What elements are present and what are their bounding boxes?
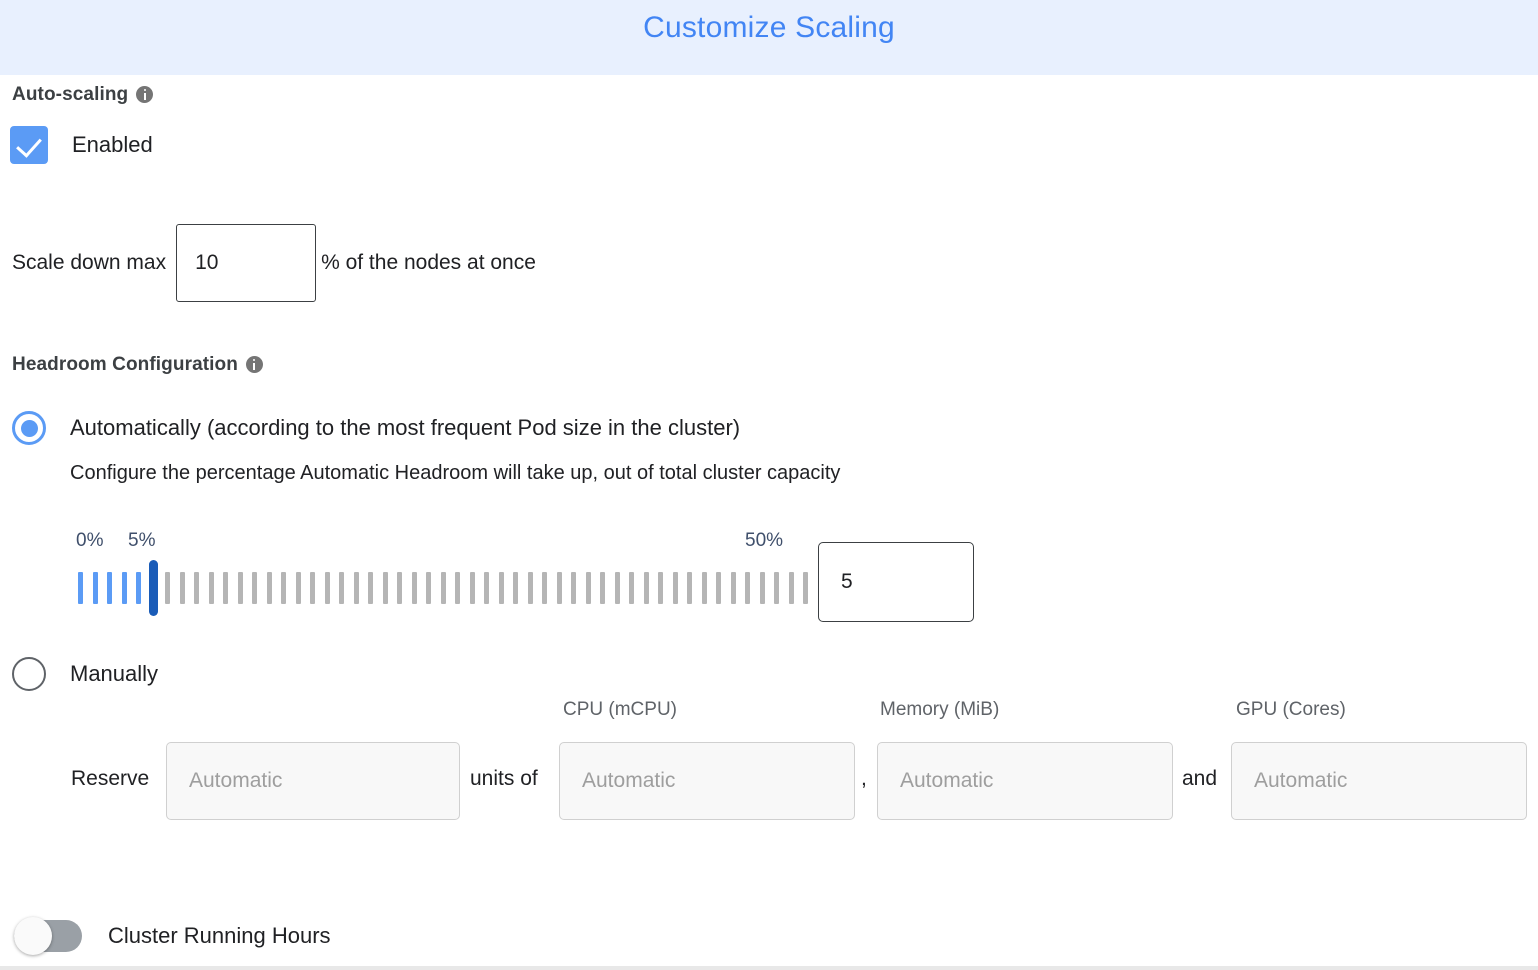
slider-tick[interactable] xyxy=(411,572,417,604)
auto-scaling-enabled-row[interactable]: Enabled xyxy=(10,126,153,164)
slider-tick[interactable] xyxy=(774,572,779,604)
info-icon[interactable] xyxy=(245,356,263,374)
slider-tick[interactable] xyxy=(643,572,649,604)
slider-tick[interactable] xyxy=(223,572,228,604)
slider-tick[interactable] xyxy=(295,572,301,604)
slider-tick[interactable] xyxy=(803,572,808,604)
slider-tick[interactable] xyxy=(745,572,750,604)
slider-tick[interactable] xyxy=(266,572,272,604)
cluster-running-hours-toggle[interactable] xyxy=(14,917,82,955)
comma-separator: , xyxy=(861,767,867,790)
slider-tick[interactable] xyxy=(672,572,678,604)
slider-tick[interactable] xyxy=(237,572,243,604)
slider-tick[interactable] xyxy=(730,572,736,604)
slider-tick[interactable] xyxy=(382,572,388,604)
headroom-percentage-input[interactable] xyxy=(818,542,974,622)
memory-field-header: Memory (MiB) xyxy=(880,699,1000,720)
slider-tick[interactable] xyxy=(498,572,504,604)
slider-tick[interactable] xyxy=(513,572,518,604)
auto-scaling-label: Auto-scaling xyxy=(12,84,129,105)
reserve-units-input[interactable] xyxy=(166,742,460,820)
slider-tick[interactable] xyxy=(107,572,112,604)
slider-tick[interactable] xyxy=(542,572,547,604)
headroom-description: Configure the percentage Automatic Headr… xyxy=(70,462,841,484)
headroom-option-manual-label: Manually xyxy=(70,661,159,686)
slider-tick[interactable] xyxy=(484,572,489,604)
headroom-configuration-label: Headroom Configuration xyxy=(12,354,238,375)
slider-tick[interactable] xyxy=(92,572,98,604)
slider-tick[interactable] xyxy=(701,572,707,604)
slider-tick[interactable] xyxy=(194,572,199,604)
slider-max-label: 50% xyxy=(745,530,784,551)
slider-tick[interactable] xyxy=(78,572,83,604)
slider-tick[interactable] xyxy=(440,572,446,604)
scale-down-max-input[interactable] xyxy=(176,224,317,302)
slider-tick[interactable] xyxy=(426,572,431,604)
info-icon[interactable] xyxy=(136,86,154,104)
auto-scaling-section-heading: Auto-scaling xyxy=(12,84,154,106)
toggle-knob xyxy=(14,917,52,955)
slider-tick[interactable] xyxy=(759,572,765,604)
bottom-divider xyxy=(0,966,1538,970)
slider-tick[interactable] xyxy=(397,572,402,604)
reserve-memory-input[interactable] xyxy=(877,742,1173,820)
slider-tick[interactable] xyxy=(527,572,533,604)
slider-tick[interactable] xyxy=(339,572,344,604)
slider-tick[interactable] xyxy=(281,572,286,604)
headroom-option-automatic-label: Automatically (according to the most fre… xyxy=(70,415,741,440)
slider-tick[interactable] xyxy=(687,572,692,604)
reserve-cpu-input[interactable] xyxy=(559,742,855,820)
headroom-percentage-slider[interactable] xyxy=(78,560,808,616)
slider-tick[interactable] xyxy=(556,572,562,604)
cluster-running-hours-row[interactable]: Cluster Running Hours xyxy=(14,917,331,955)
slider-tick[interactable] xyxy=(252,572,257,604)
slider-tick[interactable] xyxy=(614,572,620,604)
slider-thumb[interactable] xyxy=(148,560,158,616)
slider-tick[interactable] xyxy=(571,572,576,604)
slider-tick[interactable] xyxy=(368,572,373,604)
headroom-option-manual-row[interactable]: Manually xyxy=(12,657,158,691)
slider-tick[interactable] xyxy=(324,572,330,604)
reserve-label: Reserve xyxy=(71,767,150,790)
headroom-option-automatic-radio[interactable] xyxy=(12,411,46,445)
scale-down-max-label: Scale down max xyxy=(12,251,167,274)
cpu-field-header: CPU (mCPU) xyxy=(563,699,677,720)
slider-current-label: 5% xyxy=(128,530,156,551)
slider-tick[interactable] xyxy=(208,572,214,604)
headroom-option-automatic-row[interactable]: Automatically (according to the most fre… xyxy=(12,411,740,445)
headroom-percentage-slider-area: 0% 5% 50% xyxy=(0,530,1538,640)
slider-tick[interactable] xyxy=(716,572,721,604)
slider-tick[interactable] xyxy=(136,572,141,604)
headroom-option-manual-radio[interactable] xyxy=(12,657,46,691)
slider-tick[interactable] xyxy=(455,572,460,604)
slider-tick[interactable] xyxy=(629,572,634,604)
panel-header: Customize Scaling xyxy=(0,0,1538,75)
slider-min-label: 0% xyxy=(76,530,104,551)
scale-down-max-row: Scale down max % of the nodes at once xyxy=(12,224,536,302)
cluster-running-hours-label: Cluster Running Hours xyxy=(108,923,331,948)
headroom-section-heading: Headroom Configuration xyxy=(12,354,263,376)
slider-tick[interactable] xyxy=(788,572,794,604)
page-title: Customize Scaling xyxy=(643,11,895,44)
slider-tick[interactable] xyxy=(179,572,185,604)
auto-scaling-enabled-label: Enabled xyxy=(72,132,153,157)
slider-tick[interactable] xyxy=(353,572,359,604)
scale-down-max-suffix: % of the nodes at once xyxy=(321,251,536,274)
units-of-label: units of xyxy=(470,767,538,790)
and-label: and xyxy=(1182,767,1218,790)
slider-tick[interactable] xyxy=(585,572,591,604)
reserve-gpu-input[interactable] xyxy=(1231,742,1527,820)
gpu-field-header: GPU (Cores) xyxy=(1236,699,1346,720)
slider-tick[interactable] xyxy=(121,572,127,604)
slider-tick[interactable] xyxy=(600,572,605,604)
slider-tick[interactable] xyxy=(165,572,170,604)
reserve-row: Reserve units of , and xyxy=(0,742,1538,820)
slider-tick[interactable] xyxy=(469,572,475,604)
slider-tick[interactable] xyxy=(310,572,315,604)
slider-tick[interactable] xyxy=(658,572,663,604)
auto-scaling-enabled-checkbox[interactable] xyxy=(10,126,48,164)
